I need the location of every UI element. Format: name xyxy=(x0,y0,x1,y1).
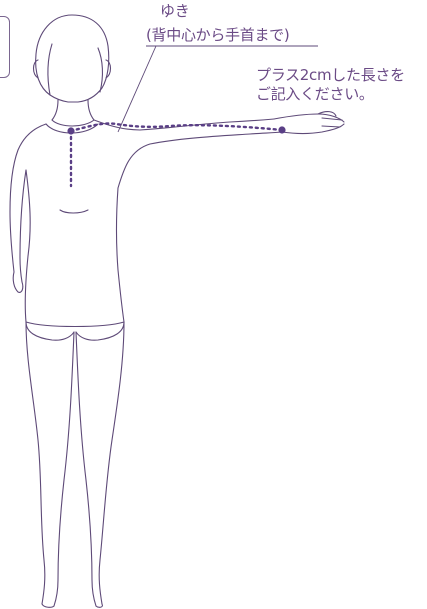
left-arm-inner xyxy=(20,170,26,282)
hip-bottom-right xyxy=(76,322,124,340)
head-outline xyxy=(36,15,109,102)
leader-line xyxy=(118,46,156,132)
hip-bottom-left xyxy=(26,322,74,340)
torso-right xyxy=(117,188,125,322)
yuki-measure xyxy=(71,123,282,186)
note-line-2: ご記入ください。 xyxy=(256,85,374,103)
left-foot xyxy=(42,604,54,607)
hair-detail-2 xyxy=(98,48,102,92)
left-leg-outer xyxy=(26,322,45,604)
right-leg-outer xyxy=(99,322,124,604)
neck-left xyxy=(52,100,58,120)
torso-left xyxy=(25,170,30,322)
right-wrist-bottom xyxy=(282,124,344,134)
wrist-point xyxy=(278,126,285,133)
right-finger-2 xyxy=(322,126,340,127)
left-leg-inner xyxy=(54,332,74,606)
right-foot xyxy=(96,604,102,607)
neck-right xyxy=(88,100,94,120)
right-wrist-top xyxy=(274,114,344,122)
right-arm-bottom xyxy=(118,132,282,188)
collar-neck xyxy=(52,120,94,126)
yuki-label: ゆき xyxy=(160,2,189,20)
note-line-1: プラス2cmした長さを xyxy=(256,66,405,84)
back-center-point xyxy=(67,127,74,134)
right-leg-inner xyxy=(76,332,96,606)
back-line xyxy=(60,210,88,213)
yuki-description: (背中心から手首まで) xyxy=(146,26,289,44)
left-shoulder xyxy=(10,124,46,272)
hip-line xyxy=(26,322,124,327)
hair-detail xyxy=(48,44,52,95)
